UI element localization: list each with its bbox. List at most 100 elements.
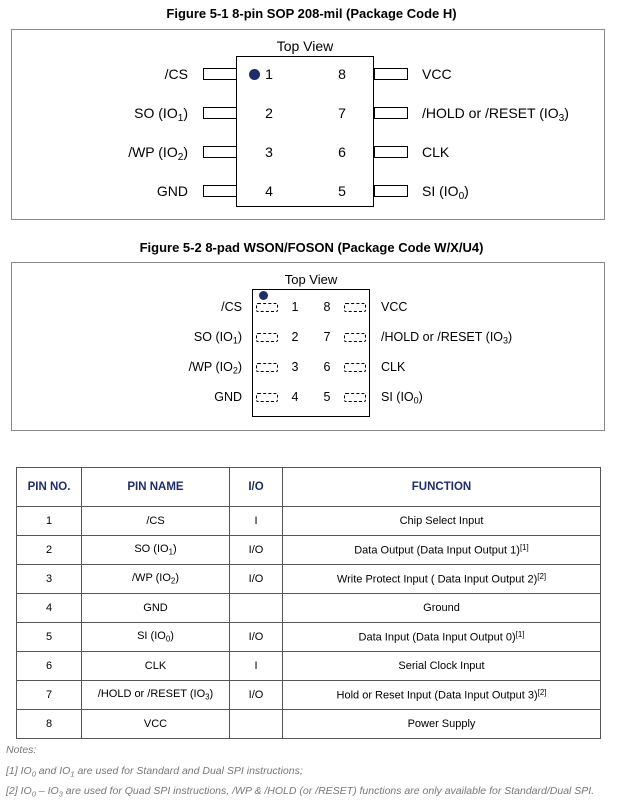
fig1-pin-label-4-text: GND bbox=[156, 182, 188, 199]
cell-pin-name: SI (IO0) bbox=[81, 622, 230, 652]
fig2-pin-label-7-text: /HOLD or /RESET (IO bbox=[381, 329, 504, 344]
fig1-pin-number-6: 6 bbox=[338, 143, 346, 160]
fig2-pin-label-3-sub: 2 bbox=[232, 365, 238, 376]
fig2-pin-number-7: 7 bbox=[323, 329, 331, 344]
fig2-pin-label-6-text: CLK bbox=[381, 359, 406, 374]
cell-function: Power Supply bbox=[282, 709, 601, 739]
fig2-pin-label-4: GND bbox=[214, 390, 242, 404]
cell-function: Hold or Reset Input (Data Input Output 3… bbox=[282, 680, 601, 710]
fig1-pin-number-7: 7 bbox=[338, 104, 346, 121]
cell-pin-name: /HOLD or /RESET (IO3) bbox=[81, 680, 230, 710]
fig1-pin-label-2-text: SO (IO bbox=[134, 104, 178, 121]
cell-function: Ground bbox=[282, 593, 601, 623]
cell-function-text: Data Output (Data Input Output 1) bbox=[354, 544, 520, 557]
fig1-right-lead-2 bbox=[374, 107, 408, 119]
note-1-sub-a: 0 bbox=[31, 769, 36, 779]
fig1-right-lead-4 bbox=[374, 185, 408, 197]
fig1-pin-label-3-text: /WP (IO bbox=[128, 143, 178, 160]
cell-pin-no: 6 bbox=[16, 651, 82, 681]
wson-package-body bbox=[252, 289, 370, 417]
cell-pin-name-sub: 1 bbox=[168, 547, 173, 557]
cell-pin-name-tail: ) bbox=[170, 630, 174, 643]
fig1-right-lead-1 bbox=[374, 68, 408, 80]
fig1-pin-number-1: 1 bbox=[265, 65, 273, 82]
cell-pin-name-text: SI (IO bbox=[137, 630, 166, 643]
fig2-right-lead-2 bbox=[344, 332, 366, 342]
cell-io bbox=[229, 593, 283, 623]
fig2-pin-number-4: 4 bbox=[291, 389, 299, 404]
fig2-pin-label-2-tail: ) bbox=[237, 329, 242, 344]
cell-pin-name-text: GND bbox=[143, 602, 168, 614]
pad1-marker-dot bbox=[259, 291, 268, 300]
cell-pin-name-sub: 2 bbox=[170, 576, 176, 586]
header-pin-name: PIN NAME bbox=[81, 467, 230, 507]
fig1-pin-label-6: CLK bbox=[422, 144, 449, 160]
fig1-pin-label-4: GND bbox=[157, 183, 188, 199]
pin1-marker-dot bbox=[249, 69, 260, 80]
fig2-pin-number-5: 5 bbox=[323, 389, 331, 404]
cell-pin-name: /CS bbox=[81, 506, 230, 536]
fig1-pin-label-8: VCC bbox=[422, 66, 452, 82]
fig1-pin-label-1-text: /CS bbox=[164, 65, 188, 82]
cell-pin-name-text: /CS bbox=[146, 515, 165, 527]
cell-pin-name: GND bbox=[81, 593, 230, 623]
cell-pin-name-tail: ) bbox=[175, 572, 179, 585]
note-1: [1] IO0 and IO1 are used for Standard an… bbox=[6, 765, 303, 778]
fig2-pin-label-5-tail: ) bbox=[418, 389, 423, 404]
cell-pin-name-text: /WP (IO bbox=[132, 572, 171, 585]
cell-pin-no: 4 bbox=[16, 593, 82, 623]
cell-pin-name-tail: ) bbox=[172, 543, 177, 556]
cell-io: I/O bbox=[229, 622, 283, 652]
fig1-pin-label-5: SI (IO0) bbox=[422, 183, 469, 202]
cell-function-note-ref: [1] bbox=[515, 630, 525, 640]
fig1-pin-label-1: /CS bbox=[165, 66, 188, 82]
table-header-row: PIN NO. PIN NAME I/O FUNCTION bbox=[16, 467, 601, 507]
cell-pin-name: SO (IO1) bbox=[81, 535, 230, 565]
fig2-left-lead-4 bbox=[256, 392, 278, 402]
cell-pin-no: 2 bbox=[16, 535, 82, 565]
fig1-pin-label-3-tail: ) bbox=[183, 143, 188, 160]
fig1-pin-label-7-text: /HOLD or /RESET (IO bbox=[422, 104, 559, 121]
fig2-pin-label-2: SO (IO1) bbox=[194, 330, 242, 346]
cell-pin-name: VCC bbox=[81, 709, 230, 739]
fig2-pin-label-1-text: /CS bbox=[221, 299, 242, 314]
figure-5-1-frame bbox=[11, 29, 605, 220]
cell-pin-name-tail: ) bbox=[209, 688, 214, 701]
fig2-left-lead-2 bbox=[256, 332, 278, 342]
fig2-pin-number-2: 2 bbox=[291, 329, 299, 344]
fig1-pin-number-5: 5 bbox=[338, 182, 346, 199]
cell-pin-no: 7 bbox=[16, 680, 82, 710]
cell-pin-name-text: SO (IO bbox=[134, 543, 169, 556]
fig2-pin-label-2-sub: 1 bbox=[232, 335, 238, 346]
cell-pin-name-sub: 3 bbox=[205, 692, 210, 702]
fig1-pin-label-7-sub: 3 bbox=[558, 112, 565, 124]
cell-function-text: Data Input (Data Input Output 0) bbox=[358, 631, 516, 644]
fig1-left-lead-3 bbox=[203, 146, 237, 158]
fig2-pin-label-7: /HOLD or /RESET (IO3) bbox=[381, 330, 512, 346]
cell-function: Write Protect Input ( Data Input Output … bbox=[282, 564, 601, 594]
fig2-pin-label-6: CLK bbox=[381, 360, 405, 374]
cell-io: I bbox=[229, 651, 283, 681]
note-2-part-a: [2] IO bbox=[6, 785, 32, 797]
fig1-pin-label-2: SO (IO1) bbox=[134, 105, 188, 124]
fig1-pin-label-5-sub: 0 bbox=[458, 190, 465, 202]
fig2-pin-label-5-text: SI (IO bbox=[381, 389, 414, 404]
fig1-pin-label-5-tail: ) bbox=[464, 182, 469, 199]
note-1-part-a: [1] IO bbox=[6, 765, 32, 777]
note-1-part-b: and IO bbox=[35, 765, 71, 777]
fig1-pin-label-8-text: VCC bbox=[422, 65, 452, 82]
fig2-pin-label-7-tail: ) bbox=[508, 329, 513, 344]
fig1-pin-label-2-sub: 1 bbox=[177, 112, 184, 124]
fig1-pin-number-3: 3 bbox=[265, 143, 273, 160]
fig2-pin-label-3-text: /WP (IO bbox=[188, 359, 233, 374]
fig2-pin-label-4-text: GND bbox=[214, 389, 242, 404]
cell-pin-name-text: CLK bbox=[144, 660, 167, 672]
cell-function: Serial Clock Input bbox=[282, 651, 601, 681]
sop-package-body bbox=[236, 56, 374, 207]
fig2-pin-label-2-text: SO (IO bbox=[193, 329, 233, 344]
